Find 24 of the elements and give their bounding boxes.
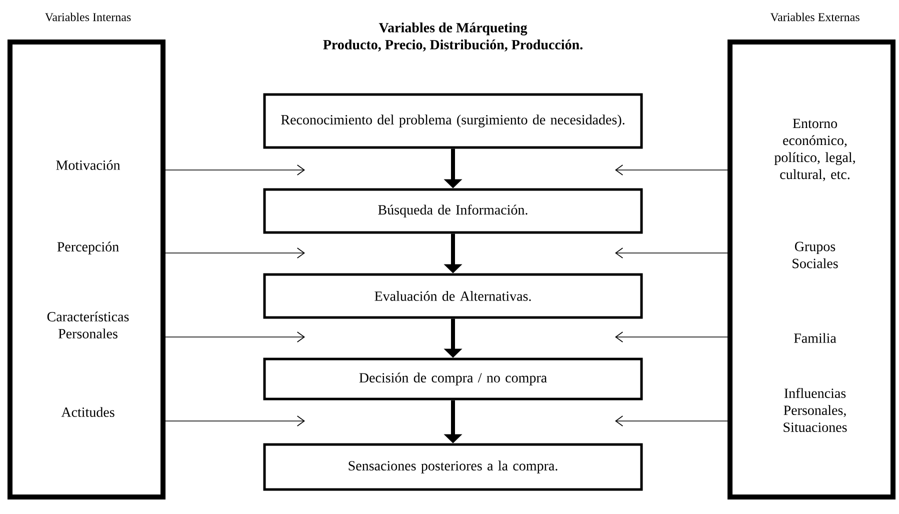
arrow — [162, 332, 305, 342]
stage-box: Reconocimiento del problema (surgimiento de necesidades). — [263, 93, 643, 149]
variable-label: Familia — [794, 333, 836, 343]
stage-box: Búsqueda de Información. — [263, 188, 643, 234]
variable-label: Características Personales — [47, 312, 129, 338]
node-label: Variables Externas — [770, 12, 860, 22]
stage-box: Evaluación de Alternativas. — [263, 273, 643, 319]
arrow — [162, 248, 305, 258]
stage-box: Sensaciones posteriores a la compra. — [263, 443, 643, 491]
title: Variables de Márqueting Producto, Precio, Distribución, Producción. — [323, 22, 582, 52]
stage-box: Decisión de compra / no compra — [263, 358, 643, 400]
arrow — [615, 248, 730, 258]
variable-label: Actitudes — [61, 407, 114, 417]
variable-label: Percepción — [57, 242, 119, 254]
variable-label: Grupos Sociales — [792, 242, 838, 268]
arrow — [615, 416, 730, 426]
arrow — [615, 332, 730, 342]
node-label: Variables Internas — [44, 12, 131, 22]
arrow — [615, 164, 730, 176]
variable-label: Motivación — [56, 160, 120, 170]
arrow — [162, 164, 305, 176]
variable-label: Entorno económico, político, legal, cultural, etc. — [774, 118, 855, 182]
arrow — [162, 416, 305, 426]
variable-label: Influencias Personales, Situaciones — [784, 388, 847, 432]
